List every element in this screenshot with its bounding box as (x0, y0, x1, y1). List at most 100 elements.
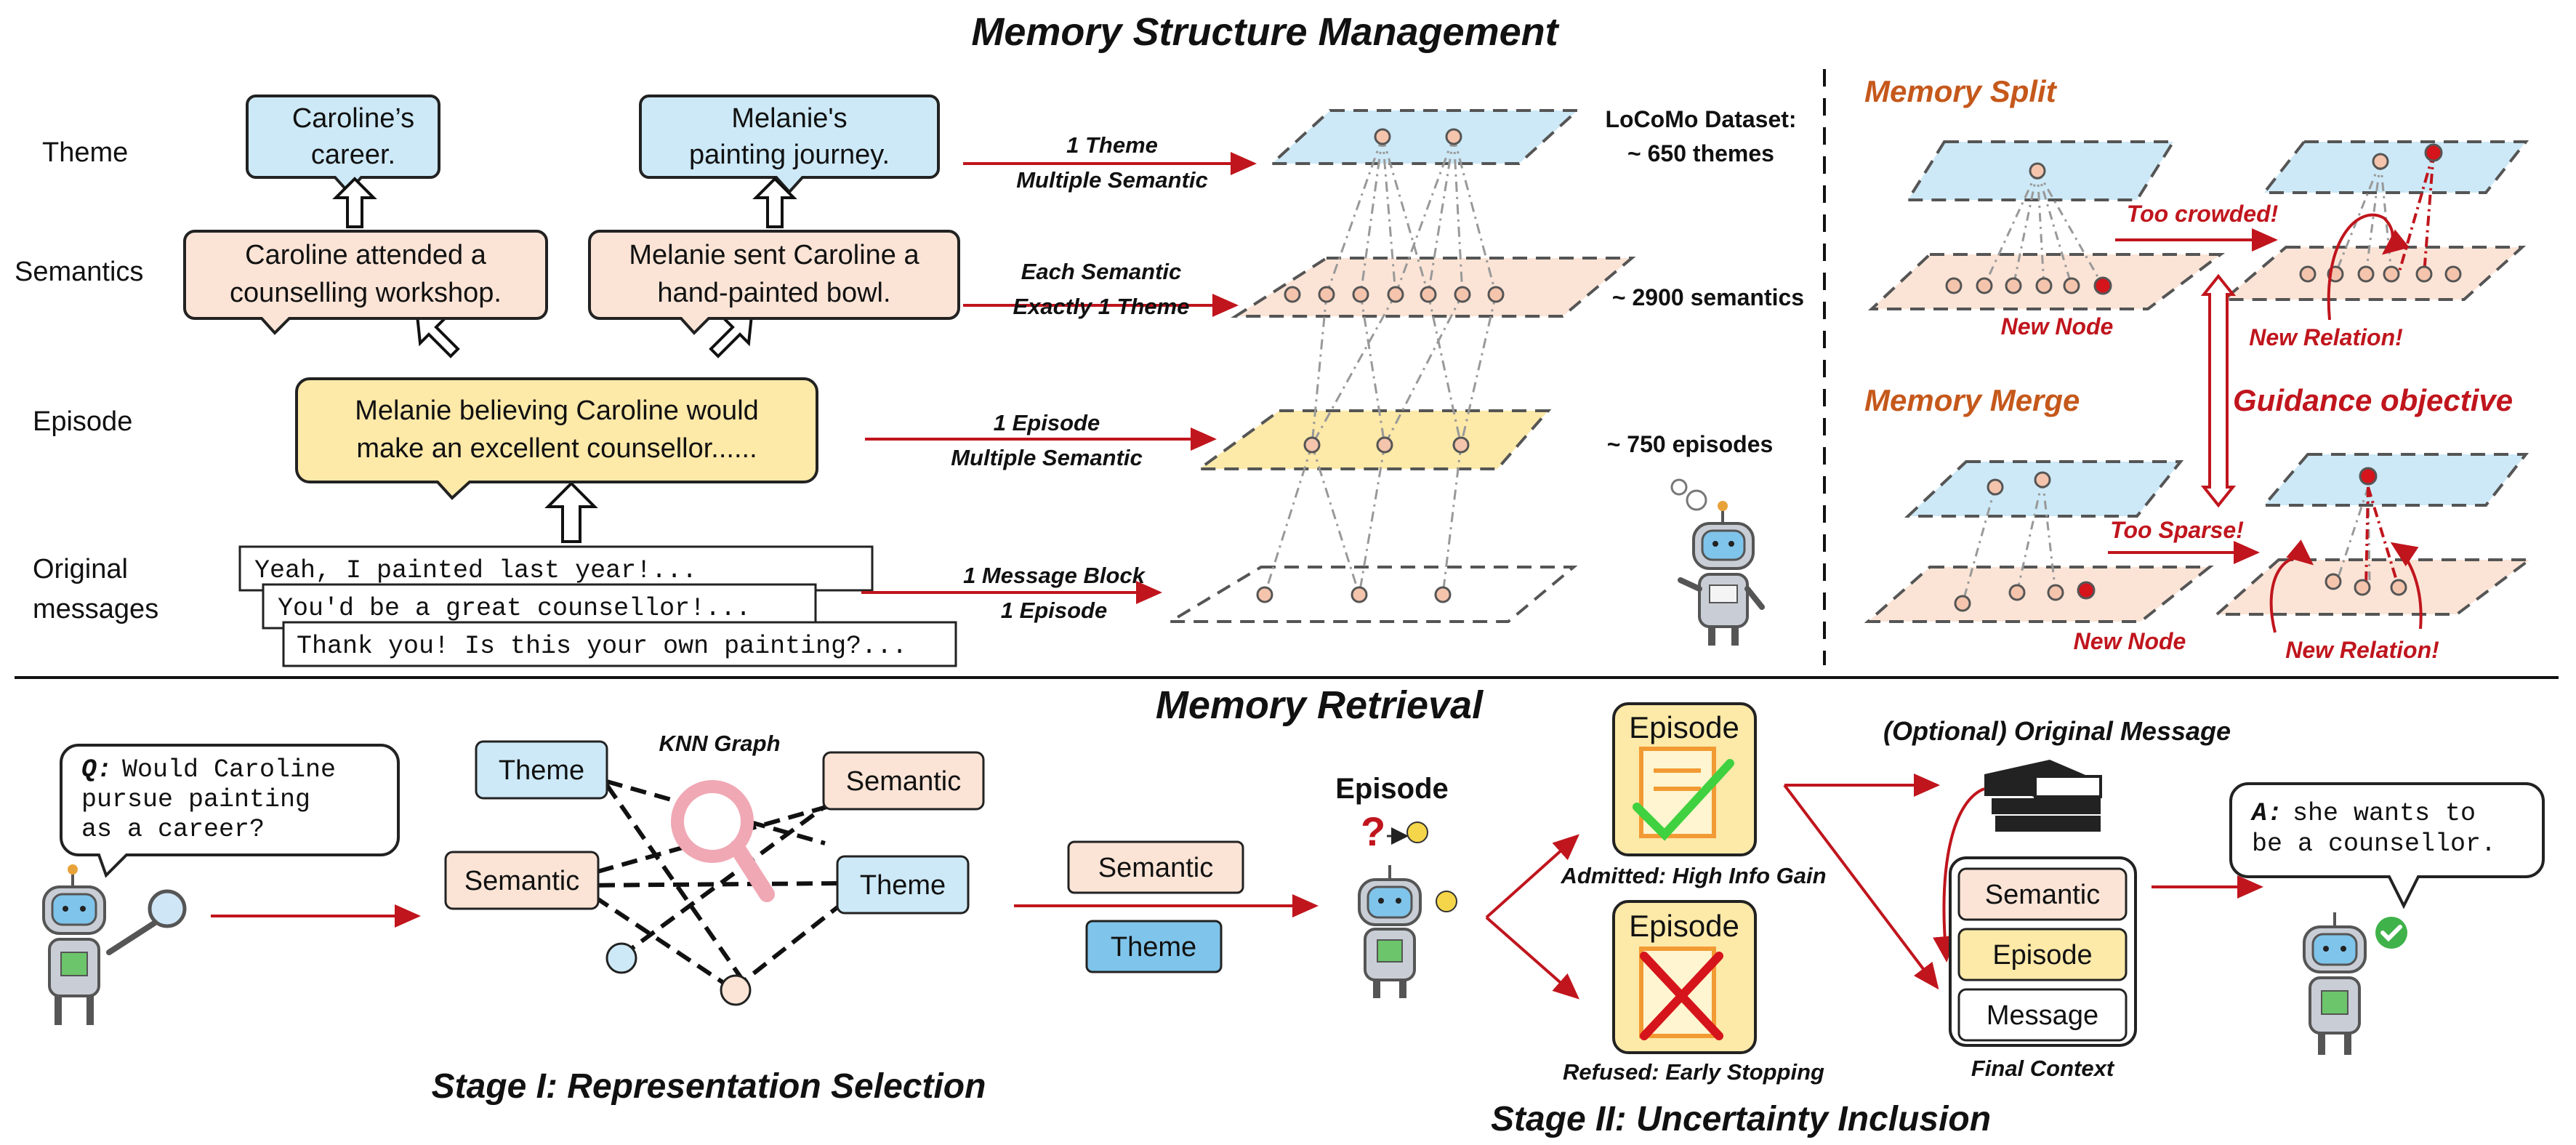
episode-box: Melanie believing Caroline would make an… (295, 377, 818, 500)
branch-arrows (1485, 834, 1580, 1000)
robot-search-icon (42, 864, 187, 1025)
split-before (1867, 140, 2225, 310)
svg-text:Melanie's: Melanie's (731, 103, 847, 134)
robot-thinking-icon (1670, 478, 1765, 646)
graph-node-peach (720, 974, 752, 1006)
arrow-label-4a: 1 Message Block (963, 563, 1146, 588)
mapping-arrows (861, 152, 1257, 604)
row-label-theme: Theme (42, 137, 128, 168)
svg-text:Melanie believing Caroline wou: Melanie believing Caroline would (355, 395, 759, 426)
stage-2-title: Stage II: Uncertainty Inclusion (1491, 1100, 1991, 1138)
svg-text:hand-painted bowl.: hand-painted bowl. (657, 278, 890, 308)
theme-box-melanie: Melanie's painting journey. (639, 95, 940, 194)
semantic-box-melanie: Melanie sent Caroline a hand-painted bow… (588, 230, 960, 335)
svg-text:A:she wants to: A:she wants to (2250, 799, 2476, 828)
hollow-up-arrows (332, 177, 797, 543)
graph-node-blue (605, 942, 637, 974)
bottom-title: Memory Retrieval (1156, 683, 1484, 727)
message-box-2: You'd be a great counsellor!... (262, 583, 817, 630)
svg-text:Theme: Theme (1111, 932, 1196, 963)
layer-stack (1164, 109, 1636, 623)
svg-text:Semantic: Semantic (846, 766, 961, 797)
arrow-label-1a: 1 Theme (1066, 132, 1158, 158)
robot-decide-icon: ? (1358, 808, 1457, 998)
memory-split-title: Memory Split (1864, 74, 2058, 108)
graph-theme-node-2: Theme (836, 855, 970, 915)
stat-semantics: ~ 2900 semantics (1612, 284, 1804, 310)
final-context-stack: Semantic Episode Message (1949, 856, 2137, 1047)
merge-before (1864, 460, 2214, 623)
theme-box-caroline: Caroline’s career. (246, 95, 440, 194)
robot-answer-icon (2303, 912, 2407, 1055)
graph-theme-node-1: Theme (475, 740, 608, 800)
message-box-1: Yeah, I painted last year!... (238, 545, 874, 592)
episode-robot-label: Episode (1335, 773, 1449, 805)
svg-text:You'd be a great counsellor!..: You'd be a great counsellor!... (278, 594, 751, 623)
svg-text:career.: career. (311, 140, 395, 170)
arrow-label-3b: Multiple Semantic (951, 445, 1143, 470)
stat-themes: ~ 650 themes (1627, 140, 1774, 166)
context-arrows (1783, 774, 1985, 990)
svg-text:Theme: Theme (499, 755, 584, 786)
svg-text:painting journey.: painting journey. (689, 140, 890, 170)
stat-dataset: LoCoMo Dataset: (1605, 106, 1796, 132)
question-prefix: Q: (81, 755, 112, 784)
graph-semantic-node-1: Semantic (444, 851, 600, 910)
svg-text:as a career?: as a career? (81, 815, 265, 844)
svg-text:pursue painting: pursue painting (81, 785, 310, 814)
row-label-original-2: messages (33, 594, 158, 624)
new-relation-label-1: New Relation! (2249, 324, 2403, 350)
new-node-label-1: New Node (2001, 313, 2114, 340)
semantic-box-caroline: Caroline attended a counselling workshop… (183, 230, 548, 335)
split-after (2220, 140, 2529, 321)
context-semantic: Semantic (1985, 880, 2100, 910)
svg-text:Episode: Episode (1629, 909, 1739, 943)
svg-text:?: ? (1361, 808, 1385, 854)
guidance-objective-label: Guidance objective (2233, 383, 2513, 417)
svg-text:Caroline attended a: Caroline attended a (245, 240, 487, 270)
arrow-label-2a: Each Semantic (1021, 259, 1182, 284)
optional-message-label: (Optional) Original Message (1883, 716, 2231, 746)
svg-text:Episode: Episode (1629, 710, 1739, 744)
svg-text:Caroline’s: Caroline’s (292, 103, 414, 134)
selected-semantic: Semantic (1067, 840, 1244, 894)
memory-merge-title: Memory Merge (1864, 383, 2080, 417)
context-message: Message (1987, 1000, 2098, 1031)
selected-theme: Theme (1085, 920, 1223, 973)
svg-text:counselling workshop.: counselling workshop. (230, 278, 502, 308)
new-relation-label-2: New Relation! (2285, 637, 2439, 663)
final-context-label: Final Context (1971, 1056, 2115, 1081)
svg-text:Thank you! Is this your own pa: Thank you! Is this your own painting?... (297, 632, 907, 661)
arrow-label-2b: Exactly 1 Theme (1013, 294, 1190, 319)
svg-text:be a counsellor.: be a counsellor. (2252, 829, 2496, 859)
svg-text:Yeah, I painted last year!...: Yeah, I painted last year!... (254, 556, 697, 585)
row-label-original-1: Original (33, 554, 128, 584)
top-title: Memory Structure Management (971, 10, 1559, 54)
stat-episodes: ~ 750 episodes (1607, 431, 1774, 457)
arrow-label-4b: 1 Episode (1001, 598, 1107, 623)
knn-graph-label: KNN Graph (659, 731, 780, 756)
merge-after (2213, 453, 2534, 633)
admitted-label: Admitted: High Info Gain (1560, 863, 1826, 888)
row-label-semantics: Semantics (15, 257, 143, 287)
row-label-episode: Episode (33, 406, 132, 437)
context-episode: Episode (1992, 940, 2092, 971)
graph-semantic-node-2: Semantic (822, 751, 985, 811)
svg-text:Theme: Theme (860, 870, 946, 901)
guidance-double-arrow (2200, 273, 2237, 508)
question-bubble: Q:Would Caroline pursue painting as a ca… (60, 744, 400, 878)
magnifier-icon (671, 780, 775, 902)
arrow-label-3a: 1 Episode (994, 410, 1100, 435)
svg-text:Melanie sent Caroline a: Melanie sent Caroline a (629, 240, 919, 270)
svg-text:Semantic: Semantic (1098, 853, 1213, 883)
new-node-label-2: New Node (2074, 628, 2186, 654)
svg-text:make an excellent counsellor..: make an excellent counsellor...... (356, 433, 757, 464)
answer-prefix: A: (2250, 799, 2282, 828)
episode-card-refused: Episode (1612, 900, 1757, 1054)
books-icon (1984, 760, 2102, 832)
episode-card-admitted: Episode (1612, 702, 1757, 856)
svg-text:Semantic: Semantic (464, 866, 579, 896)
too-crowded-label: Too crowded! (2127, 201, 2279, 227)
too-sparse-label: Too Sparse! (2110, 517, 2244, 543)
